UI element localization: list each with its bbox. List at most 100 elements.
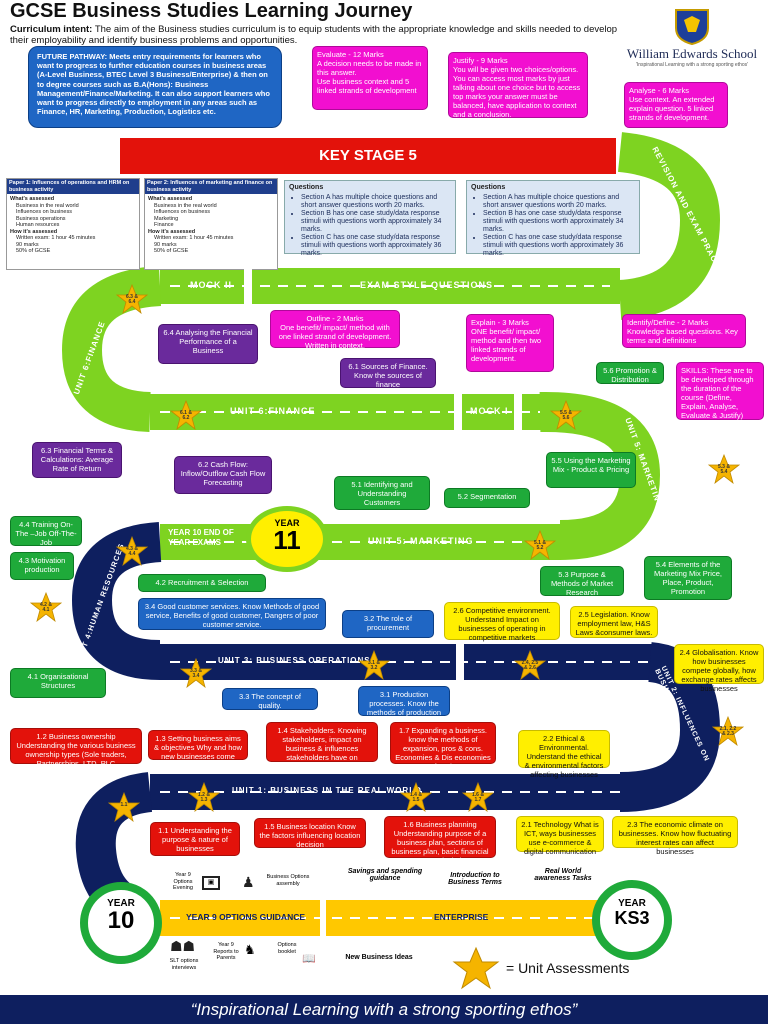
- question-item: Section C has one case study/data respon…: [301, 234, 451, 258]
- paper2-item: Influences on business: [154, 209, 210, 215]
- topic-4-1: 4.1 Organisational Structures: [10, 668, 106, 698]
- topic-5-3: 5.3 Purpose & Methods of Market Research: [540, 566, 624, 597]
- savings-guidance: Savings and spending guidance: [347, 868, 423, 882]
- topic-1-7: 1.7 Expanding a business. know the metho…: [390, 722, 496, 771]
- topic-5-6: 5.6 Promotion & Distribution: [596, 362, 664, 384]
- topic-2-1: 2.1 Technology What is ICT, ways busines…: [516, 816, 604, 856]
- year11-badge: YEAR 11: [246, 506, 328, 572]
- unit-assessment-star: 6.1 & 6.2: [169, 399, 203, 431]
- computer-icon: ▣: [202, 876, 220, 890]
- intro-business-terms: Introduction to Business Terms: [448, 872, 502, 886]
- unit-assessment-star: 1.4 & 1.5: [399, 781, 433, 813]
- topic-4-2: 4.2 Recruitment & Selection: [138, 574, 266, 592]
- unit2-road-top: [464, 644, 660, 680]
- questions-box-2: Questions Section A has multiple choice …: [466, 180, 640, 257]
- paper1-how: How it's assessed: [10, 228, 58, 235]
- paper1-item: Business in the real world: [16, 202, 79, 209]
- year9-reports: Year 9 Reports to Parents: [213, 942, 239, 961]
- paper2-table: Paper 2: Influences of marketing and fin…: [144, 178, 278, 270]
- topic-1-5: 1.5 Business location Know the factors i…: [254, 818, 366, 849]
- unit1-road: [150, 774, 630, 810]
- group-icon: ☗☗: [170, 938, 196, 954]
- paper2-how-item: Written exam: 1 hour 45 minutes: [154, 235, 234, 241]
- real-world-tasks: Real World awareness Tasks: [534, 868, 592, 882]
- topic-2-4: 2.4 Globalisation. Know how businesses c…: [674, 644, 764, 693]
- ks3-num: KS3: [614, 908, 650, 928]
- mock2-label: MOCK II: [190, 280, 232, 290]
- unit6-curve: [61, 266, 162, 432]
- unit-assessment-star: 1.1: [107, 791, 141, 823]
- future-pathway-box: FUTURE PATHWAY: Meets entry requirements…: [28, 46, 282, 128]
- star-label: 1.4 & 1.5: [410, 792, 422, 803]
- unit-assessment-star: 3.3 & 3.4: [179, 657, 213, 689]
- topic-5-2: 5.2 Segmentation: [444, 488, 530, 508]
- unit-assessment-star: 3.1 & 3.2: [357, 649, 391, 681]
- questions-box-1: Questions Section A has multiple choice …: [284, 180, 456, 257]
- topic-2-2: 2.2 Ethical & Environmental. Understand …: [518, 730, 610, 779]
- paper1-item: Human resources: [16, 222, 60, 228]
- new-business-ideas: New Business Ideas: [345, 954, 413, 961]
- star-label: 3.3 & 3.4: [190, 668, 202, 679]
- ks3-top: YEAR: [618, 898, 646, 909]
- footer-motto: “Inspirational Learning with a strong sp…: [0, 995, 768, 1024]
- star-label: 6.1 & 6.2: [180, 410, 192, 421]
- explain-box: Explain - 3 Marks ONE benefit/ impact/ m…: [466, 314, 554, 372]
- question-item: Section C has one case study/data respon…: [483, 234, 635, 258]
- key-stage-5-bar: KEY STAGE 5: [120, 138, 616, 174]
- ks3-badge: YEAR KS3: [592, 880, 672, 960]
- star-label: 2.4, 2.5 & 2.6: [521, 660, 539, 671]
- paper2-how: How it's assessed: [148, 228, 196, 235]
- intent-text: The aim of the Business studies curricul…: [10, 24, 618, 46]
- topic-3-3: 3.3 The concept of quality.: [222, 688, 318, 710]
- evaluate-box: Evaluate - 12 Marks A decision needs to …: [312, 46, 428, 110]
- topic-5-5: 5.5 Using the Marketing Mix - Product & …: [546, 452, 636, 488]
- unit-assessment-star: 2.4, 2.5 & 2.6: [513, 649, 547, 681]
- year10-top: YEAR: [107, 898, 135, 909]
- unit-assessment-star: 5.1 & 5.2: [523, 529, 557, 561]
- paper1-table: Paper 1: Influences of operations and HR…: [6, 178, 140, 270]
- year10-num: 10: [107, 907, 135, 934]
- identify-box: Identify/Define - 2 Marks Knowledge base…: [622, 314, 746, 348]
- paper2-title: Paper 2: Influences of marketing and fin…: [145, 179, 277, 194]
- topic-2-5: 2.5 Legislation. Know employment law, H&…: [570, 606, 658, 638]
- question-item: Section B has one case study/data respon…: [483, 210, 635, 234]
- star-label: 6.3 & 6.4: [126, 294, 138, 305]
- topic-5-4: 5.4 Elements of the Marketing Mix Price,…: [644, 556, 732, 600]
- star-label: 2.1, 2.2 & 2.3: [719, 726, 737, 737]
- star-label: 5.1 & 5.2: [534, 540, 546, 551]
- curriculum-intent: Curriculum intent: The aim of the Busine…: [10, 24, 620, 46]
- outline-box: Outline - 2 Marks One benefit/ impact/ m…: [270, 310, 400, 350]
- star-label: 3.1 & 3.2: [368, 660, 380, 671]
- star-label: 4.3 & 4.4: [126, 546, 138, 557]
- school-tagline: 'Inspirational Learning with a strong sp…: [635, 62, 749, 68]
- unit3-road-label: UNIT 3: BUSINESS OPERATIONS: [218, 656, 371, 665]
- question-item: Section A has multiple choice questions …: [483, 194, 635, 210]
- star-label: 5.3 & 5.4: [718, 464, 730, 475]
- road-divider: [514, 394, 522, 430]
- slt-interviews: SLT options interviews: [169, 958, 199, 971]
- topic-3-4: 3.4 Good customer services. Know Methods…: [138, 598, 326, 630]
- star-label: 5.5 & 5.6: [560, 410, 572, 421]
- star-label: 4.2 & 4.1: [40, 602, 52, 613]
- topic-2-3: 2.3 The economic climate on businesses. …: [612, 816, 738, 856]
- question-item: Section B has one case study/data respon…: [301, 210, 451, 234]
- paper2-assessed: What's assessed: [148, 196, 193, 202]
- school-name: William Edwards School: [626, 46, 758, 61]
- paper2-how-item: 90 marks: [154, 241, 177, 248]
- paper2-item: Marketing: [154, 215, 179, 222]
- crest-icon: [675, 9, 709, 46]
- revision-curve: [617, 132, 721, 320]
- justify-box: Justify - 9 Marks You will be given two …: [448, 52, 588, 119]
- year10-badge: YEAR 10: [80, 882, 162, 964]
- legend-star-icon: [452, 946, 500, 990]
- paper2-item: Finance: [154, 222, 174, 228]
- question-item: Section A has multiple choice questions …: [301, 194, 451, 210]
- page-title: GCSE Business Studies Learning Journey: [10, 0, 413, 22]
- mock1-label: MOCK I: [470, 406, 509, 416]
- road-divider: [454, 394, 462, 430]
- exam-style-label: EXAM STYLE QUESTIONS: [360, 280, 494, 290]
- topic-6-2: 6.2 Cash Flow: Inflow/Outflow Cash Flow …: [174, 456, 272, 494]
- unit1-road-label: UNIT 1: BUSINESS IN THE REAL WORLD: [232, 786, 422, 795]
- year11-top: YEAR: [274, 518, 300, 528]
